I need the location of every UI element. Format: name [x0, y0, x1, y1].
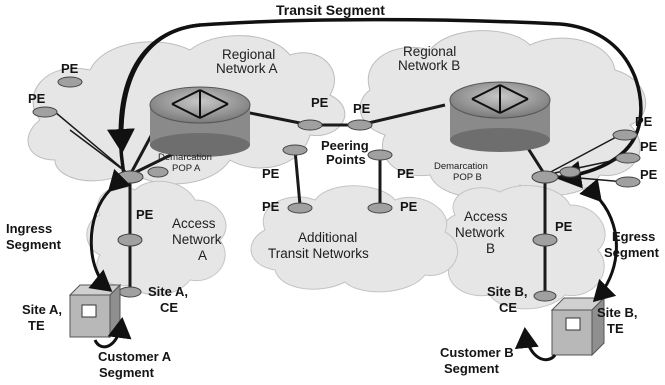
access-a-label-1: Access — [172, 216, 216, 231]
regional-b-label-2: Network B — [398, 58, 461, 73]
transit-segment-label: Transit Segment — [276, 2, 385, 18]
regional-a-core — [149, 86, 251, 157]
access-b-label-1: Access — [464, 209, 508, 224]
peering-points-label-1: Peering — [321, 138, 369, 153]
site-a-te-label-1: Site A, — [22, 302, 62, 317]
customer-a-label-2: Segment — [99, 365, 154, 380]
site-a-ce-label-1: Site A, — [148, 284, 188, 299]
customer-b-label-2: Segment — [444, 361, 499, 376]
demarc-a-label-1: Demarcation — [158, 152, 212, 163]
egress-label-2: Segment — [604, 245, 659, 260]
transit-segment-arrow-left — [106, 23, 201, 154]
pe-label-13: PE — [640, 167, 658, 182]
site-a-building — [68, 283, 122, 339]
segment-arrows — [88, 168, 618, 362]
customer-b-label-1: Customer B — [440, 345, 514, 360]
egress-label-1: Egress — [612, 229, 656, 244]
demarc-a-label-2: POP A — [172, 163, 201, 174]
site-a-ce-label-2: CE — [160, 300, 179, 315]
additional-label-1: Additional — [298, 230, 358, 245]
ingress-label-2: Segment — [6, 237, 61, 252]
pe-label-6: PE — [397, 166, 415, 181]
access-a-label-3: A — [198, 248, 208, 263]
customer-a-label-1: Customer A — [98, 349, 172, 364]
access-b-label-2: Network — [455, 225, 505, 240]
pe-label-7: PE — [262, 199, 280, 214]
site-b-ce-label-1: Site B, — [487, 284, 528, 299]
regional-b-label-1: Regional — [403, 44, 457, 59]
demarc-b-label-1: Demarcation — [434, 161, 488, 172]
access-b-label-3: B — [486, 241, 496, 256]
pe-label-4: PE — [353, 101, 371, 116]
site-b-te-label-1: Site B, — [597, 305, 638, 320]
regional-a-label-2: Network A — [216, 61, 278, 76]
pe-label-2: PE — [28, 91, 46, 106]
site-b-building — [550, 296, 606, 357]
pe-label-9: PE — [136, 207, 154, 222]
site-b-ce-label-2: CE — [499, 300, 518, 315]
pe-label-10: PE — [555, 219, 573, 234]
pe-label-8: PE — [400, 199, 418, 214]
pe-label-1: PE — [61, 61, 79, 76]
regional-a-label-1: Regional — [222, 47, 276, 62]
site-a-te-label-2: TE — [28, 318, 45, 333]
pe-label-5: PE — [262, 166, 280, 181]
access-a-label-2: Network — [172, 232, 222, 247]
site-b-te-label-2: TE — [607, 321, 624, 336]
pe-label-12: PE — [640, 139, 658, 154]
ingress-label-1: Ingress — [6, 221, 53, 236]
regional-b-core — [449, 81, 551, 152]
pe-label-3: PE — [311, 95, 329, 110]
peering-points-label-2: Points — [326, 152, 366, 167]
demarc-b-label-2: POP B — [453, 172, 482, 183]
pe-label-11: PE — [635, 114, 653, 129]
additional-label-2: Transit Networks — [268, 246, 369, 261]
